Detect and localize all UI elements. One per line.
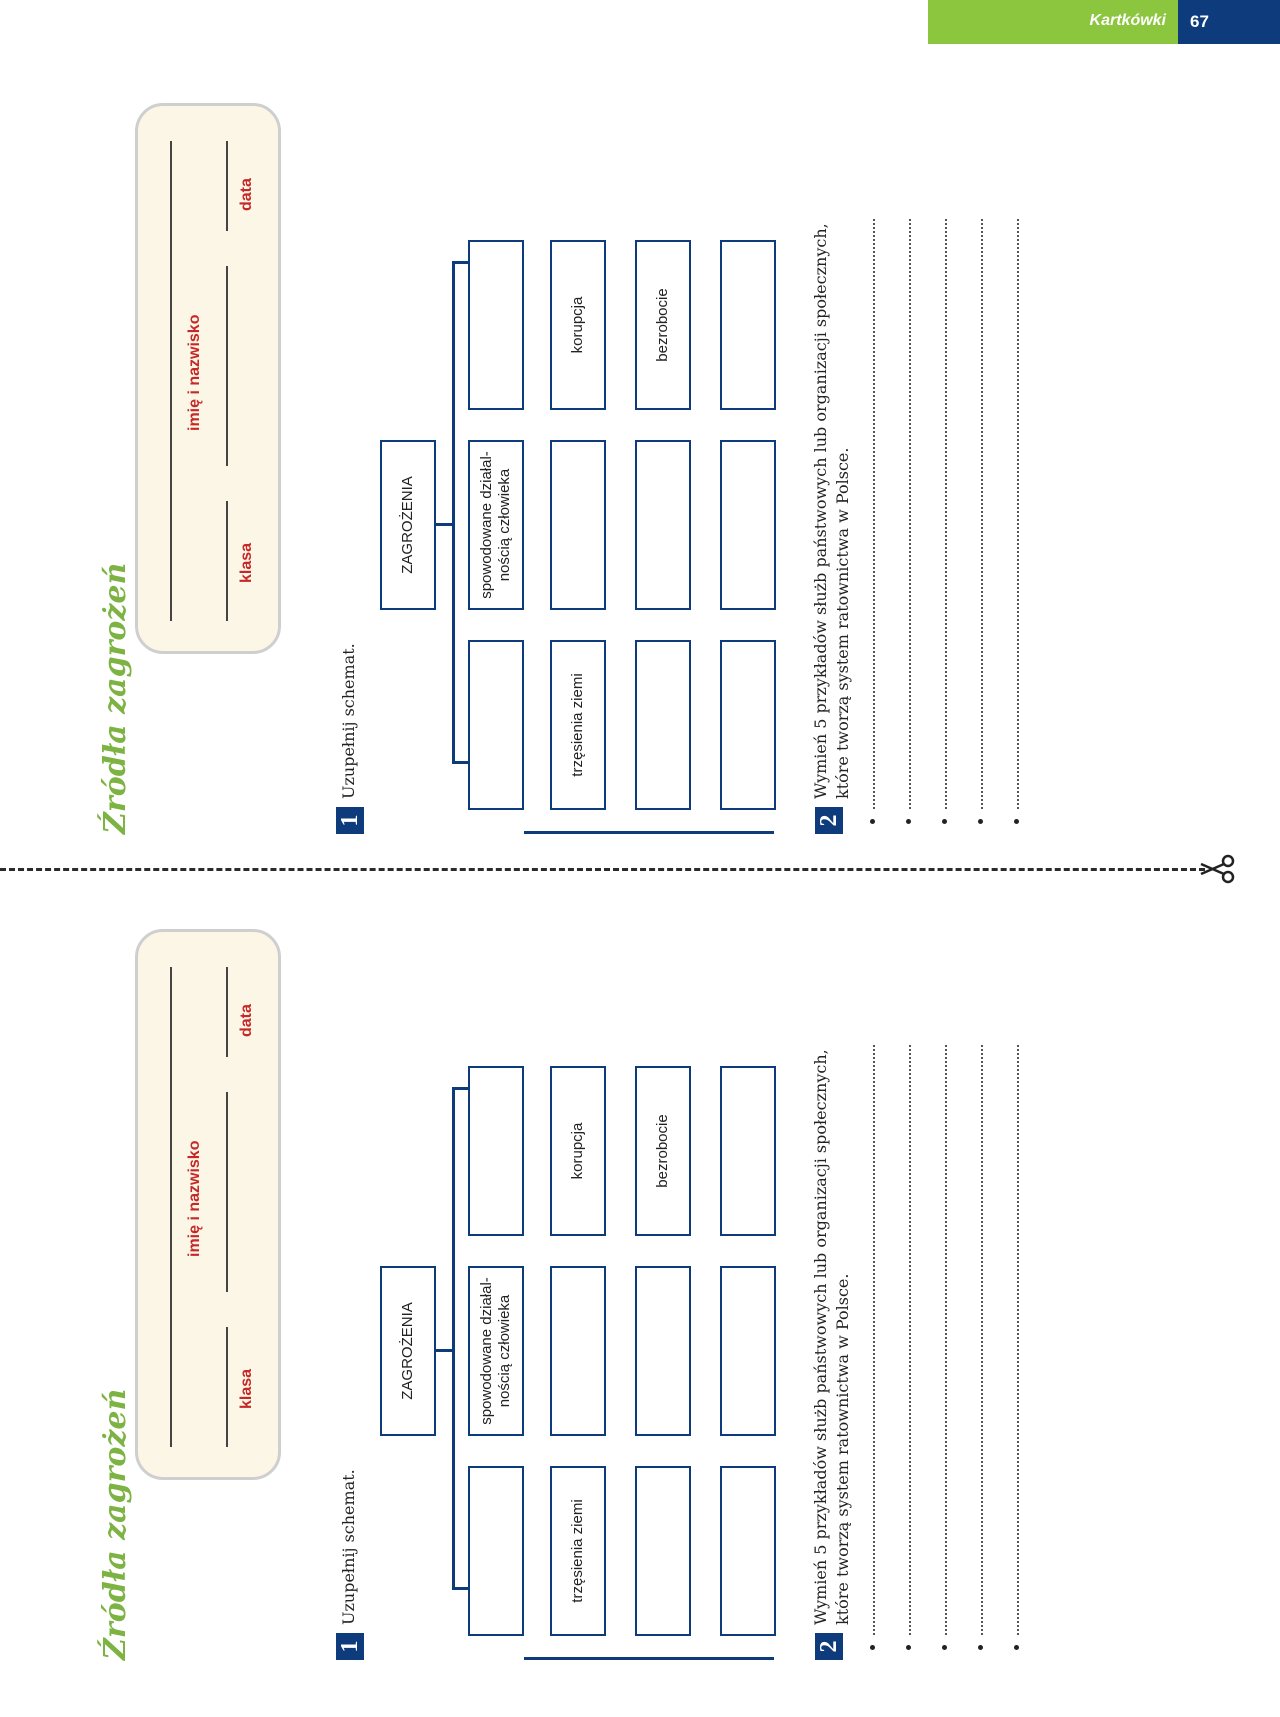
diagram-connector <box>436 1349 452 1352</box>
answer-line[interactable] <box>1017 219 1019 809</box>
branch-middle-line2: nością człowieka <box>496 468 513 582</box>
branch-middle-line1: spowodowane działal- <box>478 451 495 599</box>
task-2-instruction-line1: Wymień 5 przykładów służb państwowych lu… <box>811 1049 830 1625</box>
date-label: data <box>238 178 255 211</box>
leaf-box <box>550 440 606 610</box>
student-info-box: klasa imię i nazwisko data <box>135 103 281 654</box>
diagram-connector <box>452 1090 455 1590</box>
answer-bullet <box>906 819 911 824</box>
diagram-connector <box>524 1657 774 1660</box>
branch-middle-box: spowodowane działal-nością człowieka <box>468 1266 524 1436</box>
date-line <box>226 967 228 1057</box>
task-1-instruction: Uzupełnij schemat. <box>339 1469 358 1625</box>
diagram-connector <box>436 523 452 526</box>
leaf-box <box>635 1466 691 1636</box>
diagram-connector <box>452 261 468 264</box>
student-info-box: klasa imię i nazwisko data <box>135 929 281 1480</box>
page-header-tab: Kartkówki 67 <box>928 0 1280 44</box>
answer-bullet <box>942 1645 947 1650</box>
leaf-box <box>635 440 691 610</box>
answer-line[interactable] <box>909 219 911 809</box>
branch-right-box <box>468 240 524 410</box>
answer-bullet <box>906 1645 911 1650</box>
branch-left-box <box>468 640 524 810</box>
answer-bullet <box>870 1645 875 1650</box>
task-1-instruction: Uzupełnij schemat. <box>339 643 358 799</box>
class-line <box>226 501 228 621</box>
task-2-instruction: Wymień 5 przykładów służb państwowych lu… <box>810 223 854 799</box>
name-label: imię i nazwisko <box>186 314 203 431</box>
leaf-box: bezrobocie <box>635 240 691 410</box>
section-label: Kartkówki <box>1089 12 1166 29</box>
branch-middle-line1: spowodowane działal- <box>478 1277 495 1425</box>
leaf-box <box>550 1266 606 1436</box>
task-2-instruction-line2: które tworzą system ratownictwa w Polsce… <box>833 1273 852 1626</box>
task-2-number: 2 <box>815 807 843 834</box>
branch-middle-line2: nością człowieka <box>496 1294 513 1408</box>
name-line <box>170 967 172 1447</box>
task-2-instruction: Wymień 5 przykładów służb państwowych lu… <box>810 1049 854 1625</box>
branch-left-box <box>468 1466 524 1636</box>
diagram-connector <box>452 761 468 764</box>
answer-line[interactable] <box>873 219 875 809</box>
task-2-instruction-line1: Wymień 5 przykładów służb państwowych lu… <box>811 223 830 799</box>
card-title: Źródła zagrożeń <box>98 562 133 834</box>
leaf-box <box>720 1466 776 1636</box>
leaf-box <box>635 1266 691 1436</box>
scissors-icon <box>1200 854 1235 884</box>
leaf-box: korupcja <box>550 1066 606 1236</box>
cut-line <box>0 868 1205 871</box>
leaf-box <box>720 1266 776 1436</box>
diagram-connector <box>524 831 774 834</box>
name-line-2 <box>226 266 228 466</box>
name-line-2 <box>226 1092 228 1292</box>
task-1-number: 1 <box>336 1633 364 1660</box>
name-label: imię i nazwisko <box>186 1140 203 1257</box>
answer-line[interactable] <box>981 1045 983 1635</box>
diagram-connector <box>452 1587 468 1590</box>
answer-bullet <box>870 819 875 824</box>
task-2-number: 2 <box>815 1633 843 1660</box>
answer-bullet <box>1014 819 1019 824</box>
card-title: Źródła zagrożeń <box>98 1388 133 1660</box>
leaf-box <box>720 240 776 410</box>
page-number-tab: 67 <box>1178 0 1280 44</box>
answer-line[interactable] <box>873 1045 875 1635</box>
leaf-box <box>635 640 691 810</box>
class-label: klasa <box>238 1368 255 1409</box>
leaf-box: korupcja <box>550 240 606 410</box>
task-1-number: 1 <box>336 807 364 834</box>
section-tab: Kartkówki <box>928 0 1178 44</box>
answer-bullet <box>1014 1645 1019 1650</box>
answer-line[interactable] <box>945 1045 947 1635</box>
answer-line[interactable] <box>981 219 983 809</box>
class-label: klasa <box>238 542 255 583</box>
answer-bullet <box>978 1645 983 1650</box>
diagram-root: ZAGROŻENIA <box>380 440 436 610</box>
leaf-box: trzęsienia ziemi <box>550 1466 606 1636</box>
answer-bullet <box>942 819 947 824</box>
answer-line[interactable] <box>945 219 947 809</box>
answer-line[interactable] <box>1017 1045 1019 1635</box>
page-number: 67 <box>1190 12 1209 31</box>
quiz-card-top: Źródła zagrożeń klasa imię i nazwisko da… <box>80 44 1180 864</box>
date-label: data <box>238 1004 255 1037</box>
name-line <box>170 141 172 621</box>
leaf-box: bezrobocie <box>635 1066 691 1236</box>
answer-line[interactable] <box>909 1045 911 1635</box>
class-line <box>226 1327 228 1447</box>
leaf-box <box>720 1066 776 1236</box>
diagram-connector <box>452 264 455 764</box>
quiz-card-bottom: Źródła zagrożeń klasa imię i nazwisko da… <box>80 870 1180 1690</box>
task-2-instruction-line2: które tworzą system ratownictwa w Polsce… <box>833 447 852 800</box>
leaf-box <box>720 440 776 610</box>
branch-right-box <box>468 1066 524 1236</box>
leaf-box: trzęsienia ziemi <box>550 640 606 810</box>
diagram-root: ZAGROŻENIA <box>380 1266 436 1436</box>
date-line <box>226 141 228 231</box>
diagram-connector <box>452 1087 468 1090</box>
answer-bullet <box>978 819 983 824</box>
branch-middle-box: spowodowane działal-nością człowieka <box>468 440 524 610</box>
leaf-box <box>720 640 776 810</box>
